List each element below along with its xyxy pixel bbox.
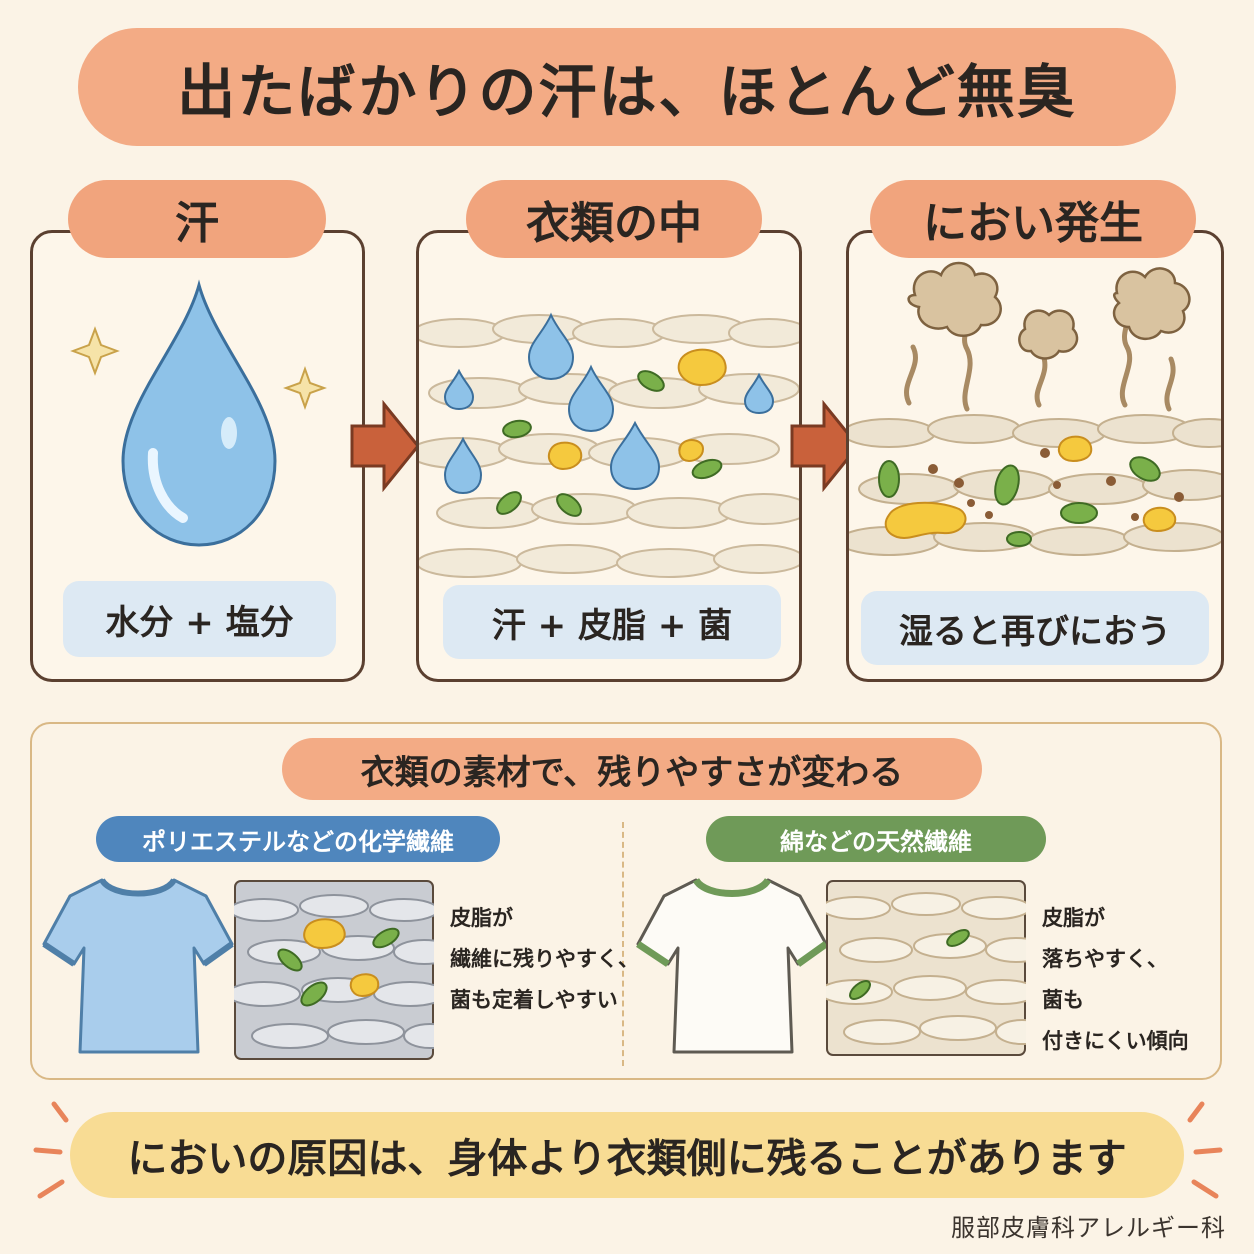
sparkle-icon <box>70 326 120 376</box>
sebum-blob-icon <box>1142 506 1177 533</box>
natural-line: 落ちやすく、 <box>1042 947 1168 971</box>
sebum-blob-icon <box>678 439 705 463</box>
bacteria-icon <box>849 980 871 1000</box>
heading-clothing: 衣類の中 <box>466 180 762 258</box>
synthetic-tag: ポリエステルなどの化学繊維 <box>96 816 500 862</box>
natural-line: 皮脂が <box>1042 906 1105 930</box>
clinic-credit: 服部皮膚科アレルギー科 <box>951 1214 1226 1242</box>
sebum-blob-icon <box>547 441 583 471</box>
bacteria-icon <box>946 929 970 947</box>
water-drop-icon <box>443 436 483 495</box>
bacteria-icon <box>496 491 522 515</box>
section-divider <box>622 822 624 1066</box>
water-drop-icon <box>443 368 475 411</box>
bacteria-icon <box>277 948 303 972</box>
page-title: 出たばかりの汗は、ほとんど無臭 <box>78 28 1176 146</box>
bacteria-icon <box>878 460 900 498</box>
synthetic-description: 皮脂が 繊維に残りやすく、 菌も定着しやすい <box>450 898 639 1021</box>
bacteria-icon <box>1060 502 1098 524</box>
caption-sweat: 水分 + 塩分 <box>63 581 336 657</box>
sebum-blob-icon <box>1057 435 1093 463</box>
sebum-blob-icon <box>677 348 727 387</box>
water-drop-icon <box>121 279 277 547</box>
arrow-right-icon <box>350 400 420 492</box>
panel-sweat: 水分 + 塩分 <box>30 230 365 682</box>
sweat-illustration <box>70 279 327 547</box>
odor-cloud-icon <box>1018 309 1079 360</box>
emphasis-lines-left <box>33 1101 69 1199</box>
water-drop-icon <box>527 312 575 381</box>
bacteria-icon <box>372 927 400 949</box>
natural-tag: 綿などの天然繊維 <box>706 816 1046 862</box>
sebum-blob-icon <box>884 501 967 539</box>
bacteria-icon <box>556 493 582 517</box>
water-drop-icon <box>609 420 661 491</box>
synthetic-line: 皮脂が <box>450 906 513 930</box>
bacteria-icon <box>637 370 665 392</box>
natural-line: 菌も <box>1042 988 1084 1012</box>
odor-cloud-icon <box>907 261 1002 337</box>
t-shirt-icon <box>636 877 829 1054</box>
sebum-blob-icon <box>349 973 380 998</box>
bacteria-icon <box>1129 456 1161 482</box>
synthetic-fabric-closeup <box>234 880 434 1060</box>
bacteria-icon <box>300 981 328 1007</box>
odor-cloud-icon <box>1112 267 1191 340</box>
sparkle-icon <box>283 366 327 410</box>
natural-line: 付きにくい傾向 <box>1042 1029 1189 1053</box>
bacteria-icon <box>691 458 723 480</box>
panel-odor: 湿ると再びにおう <box>846 230 1224 682</box>
heading-sweat: 汗 <box>68 180 326 258</box>
conclusion-banner: においの原因は、身体より衣類側に残ることがあります <box>70 1112 1184 1198</box>
caption-clothing: 汗 + 皮脂 + 菌 <box>443 585 781 659</box>
sebum-blob-icon <box>303 918 346 950</box>
fabric-illustration <box>419 312 799 578</box>
arrow-right-icon <box>790 400 860 492</box>
natural-fabric-closeup <box>826 880 1026 1056</box>
water-drop-icon <box>567 364 615 433</box>
panel-clothing: 汗 + 皮脂 + 菌 <box>416 230 802 682</box>
synthetic-line: 繊維に残りやすく、 <box>450 947 639 971</box>
caption-odor: 湿ると再びにおう <box>861 591 1209 665</box>
natural-description: 皮脂が 落ちやすく、 菌も 付きにくい傾向 <box>1042 898 1189 1062</box>
bacteria-icon <box>994 464 1020 506</box>
odor-illustration <box>849 261 1221 556</box>
materials-heading: 衣類の素材で、残りやすさが変わる <box>282 738 982 800</box>
water-drop-icon <box>743 372 775 415</box>
synthetic-line: 菌も定着しやすい <box>450 988 618 1012</box>
emphasis-lines-right <box>1187 1101 1223 1199</box>
heading-odor: におい発生 <box>870 180 1196 258</box>
t-shirt-icon <box>42 878 234 1054</box>
materials-section <box>30 722 1222 1080</box>
bacteria-icon <box>502 419 532 439</box>
bacteria-icon <box>1006 531 1032 547</box>
